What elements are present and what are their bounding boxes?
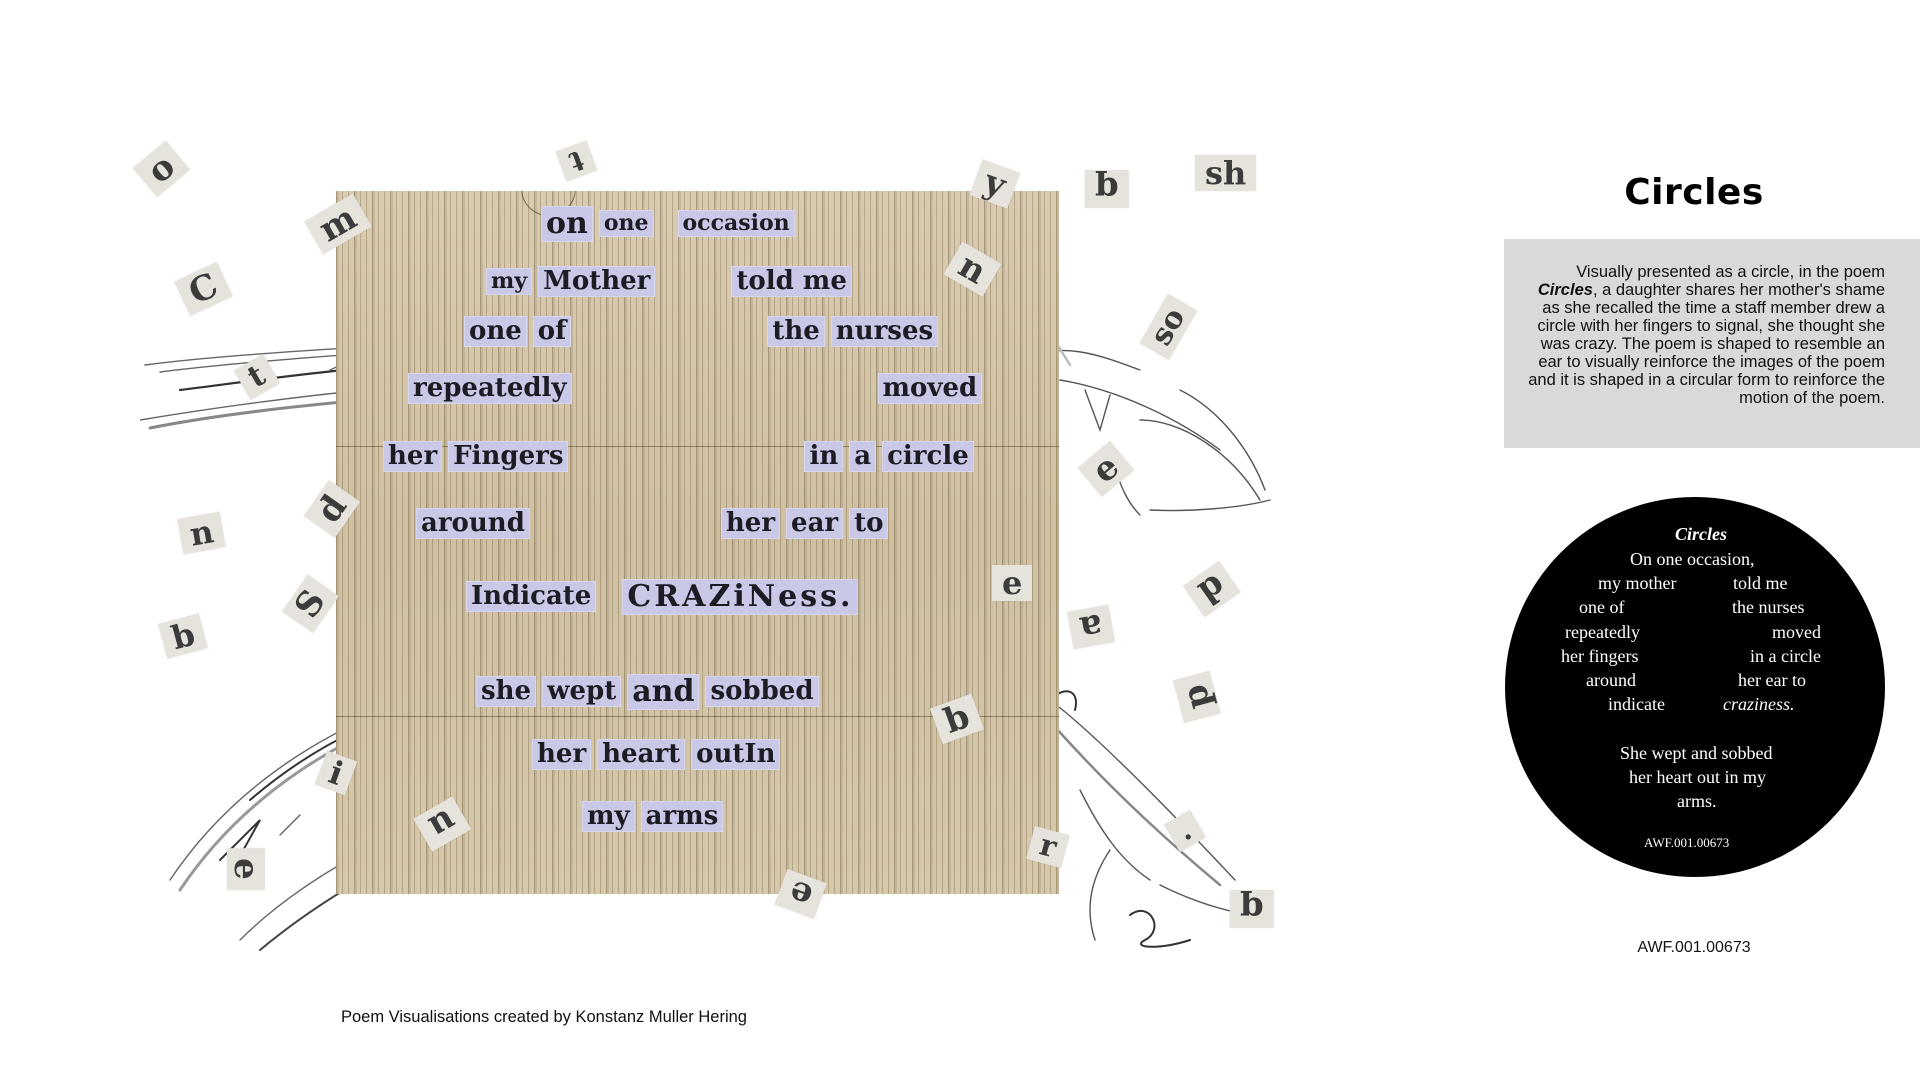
circle-poem-line: repeatedly bbox=[1565, 622, 1640, 642]
collage-word: circle bbox=[882, 441, 974, 473]
circle-poem-line: She wept and sobbed bbox=[1620, 743, 1773, 763]
collage-line-2: my Mother told me bbox=[486, 266, 852, 298]
collage-line-4: repeatedly moved bbox=[408, 373, 983, 405]
collage-word: occasion bbox=[677, 210, 795, 238]
collage-word: to bbox=[849, 508, 889, 540]
collage-word: heart bbox=[597, 739, 686, 771]
collage-word: moved bbox=[877, 373, 983, 405]
cutout-letter: C bbox=[174, 261, 233, 317]
collage-word: my bbox=[582, 801, 635, 833]
cutout-letter: S bbox=[281, 574, 339, 634]
collage-word: her bbox=[720, 508, 781, 540]
cutout-letter: e bbox=[226, 848, 266, 890]
collage-word: she bbox=[476, 676, 537, 708]
page-rule bbox=[336, 716, 1059, 717]
collage-word: outIn bbox=[691, 739, 781, 771]
collage-line-6: around her ear to bbox=[416, 508, 889, 540]
collage-line-10: my arms bbox=[582, 801, 724, 833]
collage-word: one bbox=[598, 210, 654, 238]
collage-word: Indicate bbox=[466, 581, 597, 613]
circle-poem-line: her fingers bbox=[1561, 646, 1639, 666]
description-poem-name: Circles bbox=[1537, 281, 1593, 299]
collage-word: in bbox=[804, 441, 844, 473]
cutout-letter: q bbox=[1230, 889, 1274, 929]
collage-word: her bbox=[532, 739, 592, 771]
collage-word: sobbed bbox=[705, 676, 819, 708]
collage-line-3: one of the nurses bbox=[464, 316, 939, 348]
circle-poem-line: arms. bbox=[1677, 791, 1717, 811]
circle-poem-line: moved bbox=[1772, 622, 1821, 642]
description-panel bbox=[1504, 239, 1920, 448]
collage-word: my bbox=[486, 268, 533, 296]
collage-word: Mother bbox=[538, 266, 656, 298]
cutout-letter: a bbox=[1067, 604, 1116, 650]
description-lead: Visually presented as a circle, in the p… bbox=[1576, 263, 1885, 281]
collage-word: ear bbox=[786, 508, 844, 540]
cutout-letter: n bbox=[177, 511, 227, 555]
collage-word: told me bbox=[731, 266, 852, 298]
archive-id-caption: AWF.001.00673 bbox=[1637, 939, 1751, 956]
collage-word: one bbox=[464, 316, 527, 348]
circle-poem-line: one of bbox=[1579, 597, 1625, 617]
artist-credit: Poem Visualisations created by Konstanz … bbox=[341, 1008, 747, 1026]
cutout-letter: t bbox=[555, 140, 598, 182]
collage-line-7: Indicate CRAZiNess. bbox=[466, 579, 859, 615]
collage-word: nurses bbox=[830, 316, 939, 348]
cutout-letter: d bbox=[1183, 560, 1241, 618]
collage-word: CRAZiNess. bbox=[622, 579, 859, 615]
circle-poem-line: On one occasion, bbox=[1630, 549, 1755, 569]
collage-line-5: her Fingers in a circle bbox=[383, 441, 974, 473]
circle-poem-line: the nurses bbox=[1732, 597, 1805, 617]
cutout-letter: e bbox=[992, 565, 1033, 601]
cutout-letter: q bbox=[1085, 169, 1129, 209]
circle-poem-line: around bbox=[1586, 670, 1636, 690]
circle-poem-line: her ear to bbox=[1738, 670, 1806, 690]
circle-poem-line: my mother bbox=[1598, 573, 1677, 593]
collage-line-8: she wept and sobbed bbox=[476, 674, 819, 710]
dictionary-page-background: on one occasion my Mother told me one of… bbox=[336, 191, 1059, 894]
description-rest: , a daughter shares her mother's shame a… bbox=[1528, 281, 1885, 407]
collage-word: her bbox=[383, 441, 443, 473]
poem-collage-artwork: on one occasion my Mother told me one of… bbox=[132, 130, 1280, 960]
collage-word: and bbox=[627, 674, 700, 710]
cutout-letter: o bbox=[132, 140, 190, 198]
poem-description: Visually presented as a circle, in the p… bbox=[1520, 263, 1885, 407]
collage-line-1: on one occasion bbox=[541, 206, 795, 242]
cutout-letter: sh bbox=[1195, 155, 1257, 191]
circle-archive-id: AWF.001.00673 bbox=[1644, 835, 1730, 850]
circle-poem-line: indicate bbox=[1608, 694, 1665, 714]
poem-circle: Circles On one occasion, my mother told … bbox=[1505, 497, 1885, 877]
circle-poem-line: told me bbox=[1733, 573, 1788, 593]
circle-poem-line: craziness. bbox=[1723, 694, 1795, 714]
collage-word: around bbox=[416, 508, 530, 540]
collage-word: wept bbox=[542, 676, 622, 708]
collage-word: Fingers bbox=[448, 441, 569, 473]
collage-word: on bbox=[541, 206, 593, 242]
circle-poem-line: her heart out in my bbox=[1629, 767, 1766, 787]
collage-word: a bbox=[849, 441, 877, 473]
circle-poem-title: Circles bbox=[1675, 524, 1727, 544]
circle-poem-line: in a circle bbox=[1750, 646, 1821, 666]
collage-word: repeatedly bbox=[408, 373, 572, 405]
collage-word: the bbox=[767, 316, 825, 348]
collage-line-9: her heart outIn bbox=[532, 739, 781, 771]
page-rule bbox=[336, 446, 1059, 447]
collage-word: arms bbox=[640, 801, 724, 833]
collage-word: of bbox=[532, 316, 572, 348]
page-title: Circles bbox=[1624, 172, 1764, 213]
